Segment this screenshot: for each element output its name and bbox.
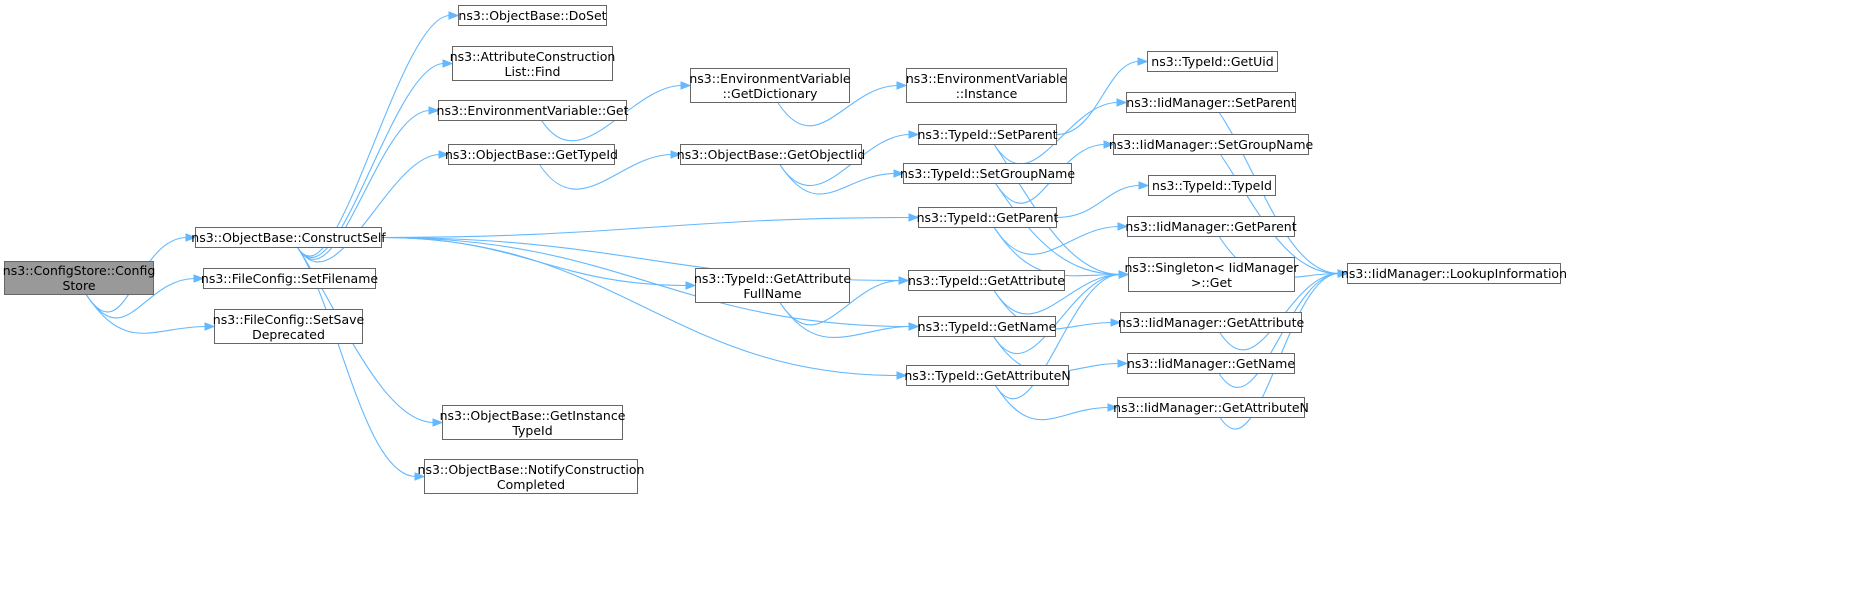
- node-iidmanager-setgroupname[interactable]: ns3::IidManager::SetGroupName: [1109, 134, 1313, 155]
- edge-arrow-tgafn-tga: [898, 276, 910, 285]
- edge-tsg-imsg: [995, 143, 1106, 204]
- edge-arrow-cself-obnc: [414, 472, 426, 481]
- edge-arrow-cself-obgit: [432, 418, 444, 427]
- edge-goi-tsg: [779, 164, 896, 195]
- edge-tgan-imgan: [995, 385, 1110, 421]
- edge-arrow-cs-fsetf: [193, 274, 205, 283]
- edge-arrow-cself-tgp: [908, 213, 920, 222]
- edge-cs-fsave: [86, 294, 207, 334]
- edge-tga-sing: [993, 273, 1121, 315]
- edge-cself-evget: [297, 109, 431, 260]
- node-iidmanager-setparent[interactable]: ns3::IidManager::SetParent: [1126, 92, 1296, 113]
- edge-cself-doset: [297, 14, 451, 257]
- edge-tgafn-tgn: [779, 302, 911, 338]
- edge-arrow-cself-obgt: [438, 150, 450, 159]
- node-typeid-getattribute[interactable]: ns3::TypeId::GetAttribute: [908, 270, 1065, 291]
- edge-cself-tgn: [381, 236, 911, 328]
- edge-arrow-cs-cself: [185, 233, 197, 242]
- edge-arrow-obgt-goi: [670, 150, 682, 159]
- edge-arrow-tsp-tuid: [1137, 57, 1149, 66]
- edge-cself-obgt: [297, 153, 441, 263]
- edge-tgp-sing: [993, 227, 1121, 277]
- edge-arrow-tgp-imgp: [1117, 222, 1129, 231]
- node-environmentvariable-getdictionary[interactable]: ns3::EnvironmentVariable::GetDictionary: [689, 68, 851, 103]
- edge-goi-tsp: [779, 133, 911, 187]
- node-typeid-getparent[interactable]: ns3::TypeId::GetParent: [917, 207, 1058, 228]
- edge-arrow-evget-evdict: [680, 81, 692, 90]
- edge-arrow-tga-imga: [1110, 318, 1122, 327]
- node-iidmanager-getattributen[interactable]: ns3::IidManager::GetAttributeN: [1113, 397, 1309, 418]
- edge-cself-tgan: [381, 236, 899, 377]
- node-typeid-getattributen[interactable]: ns3::TypeId::GetAttributeN: [904, 365, 1071, 386]
- node-objectbase-constructself[interactable]: ns3::ObjectBase::ConstructSelf: [191, 227, 386, 248]
- edge-arrow-goi-tsg: [893, 169, 905, 178]
- node-objectbase-getobjectiid[interactable]: ns3::ObjectBase::GetObjectIid: [677, 144, 865, 165]
- edge-arrow-tgn-imgn: [1117, 359, 1129, 368]
- node-iidmanager-lookupinformation[interactable]: ns3::IidManager::LookupInformation: [1341, 263, 1567, 284]
- edge-evdict-evinst: [777, 84, 899, 127]
- edge-tgafn-tga: [779, 279, 901, 326]
- node-objectbase-doset[interactable]: ns3::ObjectBase::DoSet: [458, 5, 607, 26]
- edge-obgt-goi: [539, 153, 673, 190]
- edge-arrow-tgafn-tgn: [908, 322, 920, 331]
- node-typeid-setgroupname[interactable]: ns3::TypeId::SetGroupName: [900, 163, 1075, 184]
- edge-arrow-tgan-sing: [1118, 270, 1130, 279]
- edge-arrow-evdict-evinst: [896, 81, 908, 90]
- edge-cself-tgp: [381, 216, 911, 239]
- edge-tgp-imgp: [993, 225, 1120, 255]
- edge-arrow-tsp-imsp: [1116, 98, 1128, 107]
- edge-arrow-tsg-imsg: [1103, 140, 1115, 149]
- node-iidmanager-getname[interactable]: ns3::IidManager::GetName: [1127, 353, 1295, 374]
- edge-arrow-tgp-ttid: [1138, 181, 1150, 190]
- edge-arrow-goi-tsp: [908, 130, 920, 139]
- edge-arrow-tgan-imgan: [1107, 403, 1119, 412]
- node-iidmanager-getparent[interactable]: ns3::IidManager::GetParent: [1125, 216, 1297, 237]
- node-typeid-getname[interactable]: ns3::TypeId::GetName: [918, 316, 1056, 337]
- edge-arrow-cs-fsave: [204, 322, 216, 331]
- node-fileconfig-setfilename[interactable]: ns3::FileConfig::SetFilename: [201, 268, 378, 289]
- node-objectbase-gettypeid[interactable]: ns3::ObjectBase::GetTypeId: [445, 144, 618, 165]
- edge-imgn-imli: [1218, 272, 1340, 388]
- edge-arrow-cself-tgan: [896, 371, 908, 380]
- edge-evget-evdict: [541, 84, 683, 142]
- edge-tsg-sing: [995, 183, 1121, 276]
- node-environmentvariable-get[interactable]: ns3::EnvironmentVariable::Get: [437, 100, 628, 121]
- edge-arrow-cself-evget: [428, 106, 440, 115]
- node-iidmanager-getattribute[interactable]: ns3::IidManager::GetAttribute: [1118, 312, 1304, 333]
- edge-imsg-imli: [1220, 154, 1340, 275]
- node-singleton-iidmanager-get[interactable]: ns3::Singleton< IidManager>::Get: [1124, 257, 1299, 292]
- edge-tsp-tuid: [1056, 60, 1140, 136]
- edge-tsp-imsp: [993, 101, 1119, 165]
- edge-tgan-sing: [995, 273, 1121, 400]
- edge-cself-acl: [297, 62, 445, 258]
- node-typeid-getuid[interactable]: ns3::TypeId::GetUid: [1147, 51, 1278, 72]
- edge-arrow-cself-acl: [442, 59, 454, 68]
- edge-cs-fsetf: [86, 277, 196, 319]
- node-typeid-typeid[interactable]: ns3::TypeId::TypeId: [1148, 175, 1276, 196]
- node-typeid-setparent[interactable]: ns3::TypeId::SetParent: [917, 124, 1058, 145]
- edge-arrow-cself-tgafn: [685, 281, 697, 290]
- edge-arrow-imgan-imli: [1337, 269, 1349, 278]
- edge-arrow-cself-doset: [448, 11, 460, 20]
- edge-tgp-ttid: [1056, 184, 1141, 219]
- node-environmentvariable-instance[interactable]: ns3::EnvironmentVariable::Instance: [906, 68, 1067, 103]
